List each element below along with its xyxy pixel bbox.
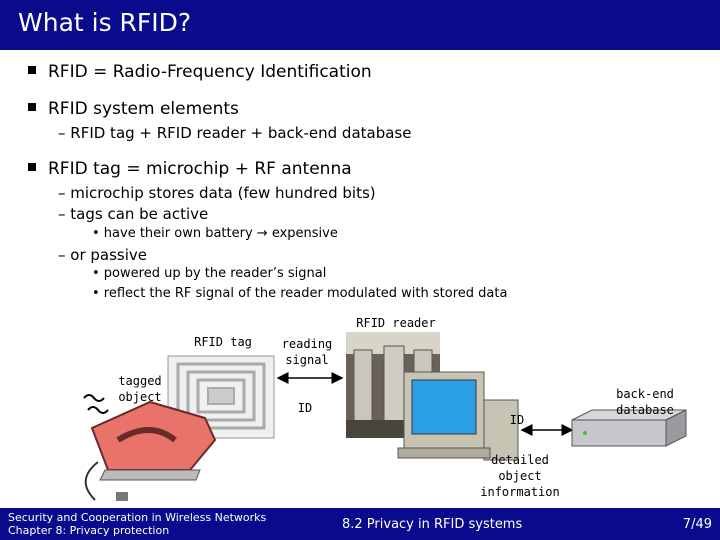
bullet-2-1: – RFID tag + RFID reader + back-end data… bbox=[58, 124, 412, 142]
bullet-3-3: – or passive bbox=[58, 246, 147, 264]
footer-bar: Security and Cooperation in Wireless Net… bbox=[0, 508, 720, 540]
label-rfid-reader: RFID reader bbox=[356, 316, 436, 330]
bullet-3-3-1: • powered up by the reader’s signal bbox=[92, 266, 327, 281]
bullet-3-2: – tags can be active bbox=[58, 205, 209, 223]
bullet-1-text: RFID = Radio-Frequency Identification bbox=[48, 62, 372, 82]
label-reading-signal: reading signal bbox=[281, 337, 333, 367]
bullet-3-text: RFID tag = microchip + RF antenna bbox=[48, 159, 352, 179]
footer-page-number: 7/49 bbox=[682, 517, 712, 532]
bullet-square-icon bbox=[28, 66, 36, 74]
slide-title: What is RFID? bbox=[18, 8, 192, 37]
label-backend-database: back-end database bbox=[616, 387, 674, 417]
footer-course-line1: Security and Cooperation in Wireless Net… bbox=[8, 511, 267, 524]
footer-course-line2: Chapter 8: Privacy protection bbox=[8, 524, 170, 537]
bullet-square-icon bbox=[28, 103, 36, 111]
bullet-square-icon bbox=[28, 163, 36, 171]
footer-section: 8.2 Privacy in RFID systems bbox=[342, 517, 523, 532]
title-bar: What is RFID? bbox=[0, 0, 720, 50]
computer-icon bbox=[397, 371, 519, 461]
bullet-3-3-2: • reflect the RF signal of the reader mo… bbox=[92, 286, 508, 301]
label-id-right: ID bbox=[509, 413, 525, 427]
footer-course: Security and Cooperation in Wireless Net… bbox=[8, 511, 266, 537]
database-server-icon bbox=[571, 409, 687, 447]
bullet-3-1: – microchip stores data (few hundred bit… bbox=[58, 184, 376, 202]
label-tagged-object: tagged object bbox=[118, 374, 162, 404]
label-id-left: ID bbox=[297, 401, 313, 415]
bullet-3-2-1: • have their own battery → expensive bbox=[92, 226, 338, 241]
iron-icon bbox=[83, 394, 217, 501]
label-rfid-tag: RFID tag bbox=[194, 335, 252, 349]
bullet-2-text: RFID system elements bbox=[48, 99, 239, 119]
label-detailed-info: detailed object information bbox=[480, 453, 560, 499]
